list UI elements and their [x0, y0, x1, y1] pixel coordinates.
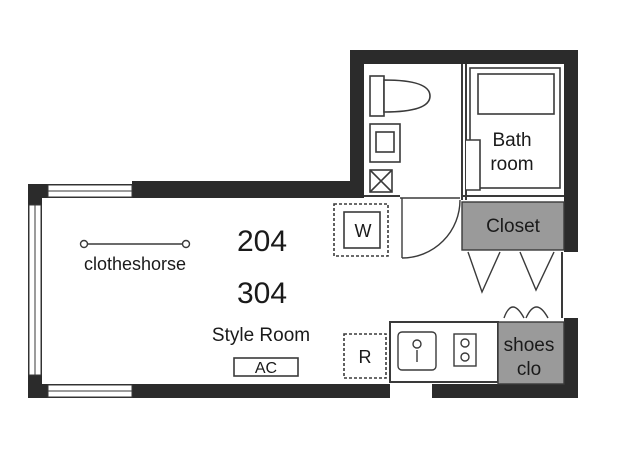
shoes-label-2: clo [517, 359, 541, 380]
fridge-label: R [359, 347, 372, 367]
washer-label: W [355, 221, 372, 241]
toilet-tank [369, 75, 385, 117]
stove [453, 333, 477, 367]
wall-wet-left [350, 50, 364, 198]
unit-number-2: 304 [237, 277, 287, 310]
windows [28, 184, 133, 398]
clotheshorse-label: clotheshorse [84, 254, 186, 274]
room-type-label: Style Room [212, 325, 310, 346]
unit-number-1: 204 [237, 225, 287, 258]
ac-unit [233, 357, 299, 377]
closet-label: Closet [486, 216, 541, 237]
bathtub-basin [477, 73, 555, 115]
toilet [369, 75, 431, 193]
doors [400, 197, 555, 319]
shoes-label-1: shoes [504, 335, 555, 356]
wall-top-center [132, 181, 362, 198]
bath-label-2: room [490, 154, 533, 175]
wall-right-upper [564, 50, 578, 252]
ac-label: AC [255, 360, 277, 377]
closet [461, 201, 565, 251]
toilet-bowl [383, 79, 431, 113]
wall-bottom-right [432, 384, 578, 398]
fridge [343, 333, 387, 379]
shoes-closet [497, 321, 565, 385]
wall-right-lower [564, 318, 578, 398]
washer [333, 203, 389, 257]
bath-label-1: Bath [492, 130, 531, 151]
clotheshorse [79, 239, 191, 249]
bathtub [466, 67, 561, 191]
kitchen-fixtures [397, 331, 477, 371]
wall-wet-top [350, 50, 578, 64]
